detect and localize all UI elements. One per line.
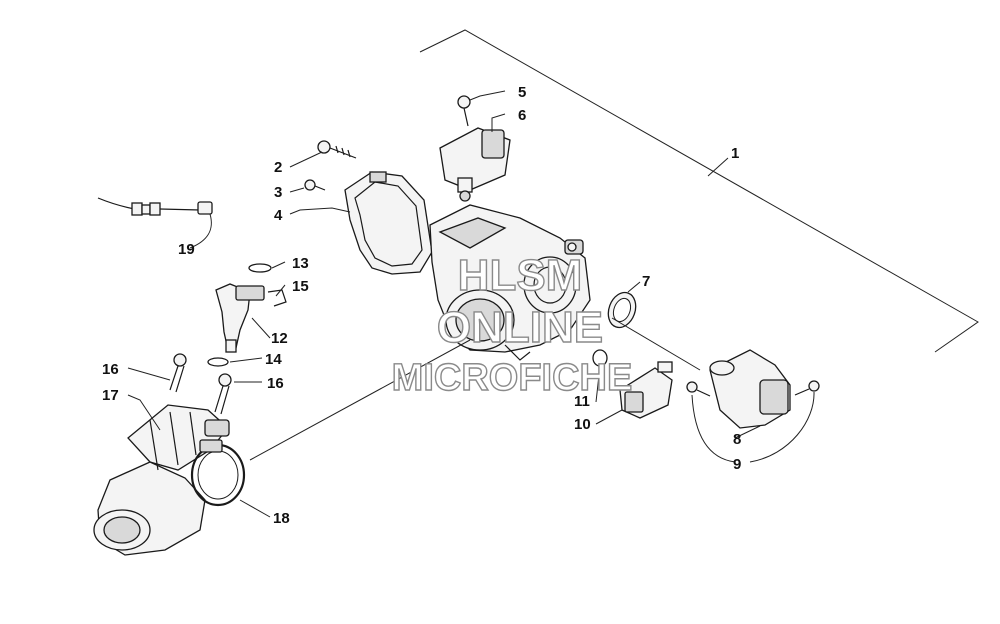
callout-16-right: 16 [267,375,284,392]
callout-9: 9 [733,456,741,473]
callout-4: 4 [274,207,283,224]
leader-lines [127,90,815,518]
o-ring-14 [207,357,229,367]
screw-5 [457,95,471,127]
callout-18: 18 [273,510,290,527]
callout-15: 15 [292,278,309,295]
bolt-16b [214,373,232,415]
watermark-line-1: HLSM [458,251,583,300]
bolt-16a [169,353,187,393]
throttle-cover [344,171,433,275]
callout-16-left: 16 [102,361,119,378]
callout-13: 13 [292,255,309,272]
throttle-body [429,204,591,361]
callout-8: 8 [733,431,741,448]
o-ring-13 [248,263,272,273]
screw-3 [304,179,326,191]
callout-labels: 1 2 3 4 5 6 7 8 9 10 11 12 13 14 15 16 1… [102,84,741,527]
callout-12: 12 [271,330,288,347]
sensor-10 [619,361,673,419]
callout-10: 10 [574,416,591,433]
callout-17: 17 [102,387,119,404]
tps-sensor [439,127,511,202]
o-ring-7 [607,291,637,329]
iac-valve [709,349,791,429]
screw-9b [794,380,820,396]
watermark-line-2: ONLINE [437,303,603,352]
hose-clamp [190,439,246,507]
assembly-bracket [419,29,979,353]
clip-15 [267,289,287,307]
fuel-injector [215,283,265,353]
watermark-line-3: MICROFICHE [392,357,633,399]
intake-manifold [93,404,230,556]
watermark: HLSM ONLINE MICROFICHE [391,250,633,399]
callout-19: 19 [178,241,195,258]
callout-5: 5 [518,84,526,101]
callout-2: 2 [274,159,282,176]
screw-2 [317,140,357,159]
callout-3: 3 [274,184,282,201]
callout-11: 11 [574,393,590,410]
throttle-cable [97,197,213,216]
callout-7: 7 [642,273,650,290]
callout-14: 14 [265,351,282,368]
callout-6: 6 [518,107,526,124]
screw-9a [686,381,711,397]
callout-1: 1 [731,145,739,162]
